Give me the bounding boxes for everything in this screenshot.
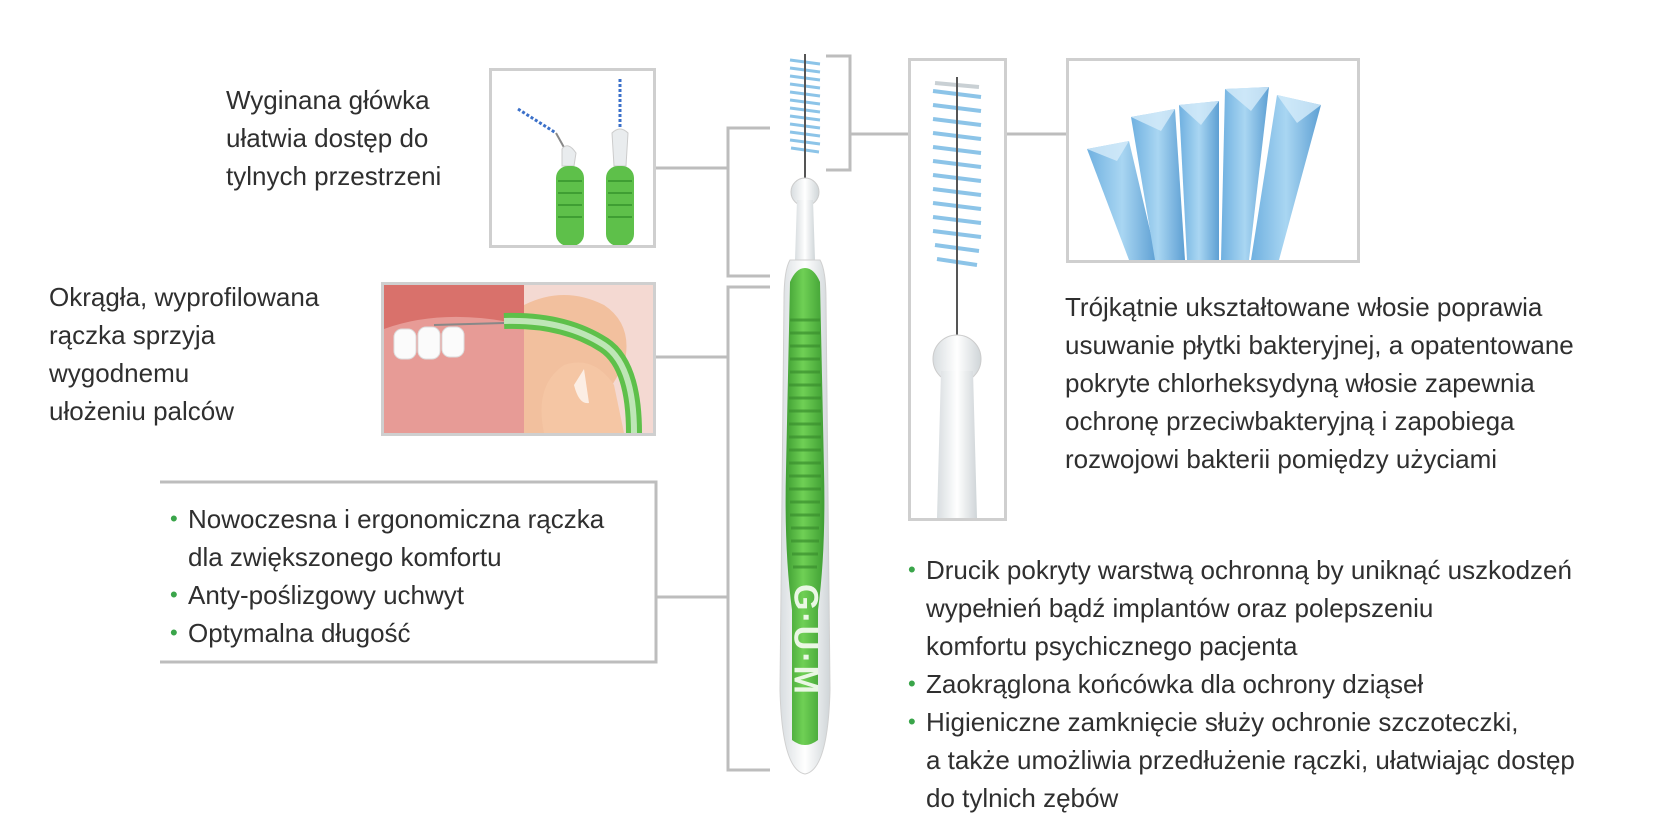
- brush-head-closeup: [908, 58, 1007, 521]
- bristles-line: rozwojowi bakterii pomiędzy użyciami: [1065, 444, 1498, 474]
- list-item: Optymalna długość: [170, 614, 604, 652]
- handle-features-list: Nowoczesna i ergonomiczna rączka dla zwi…: [170, 500, 604, 652]
- round-handle-text: Okrągła, wyprofilowana rączka sprzyja wy…: [49, 278, 319, 430]
- bendable-head-line: ułatwia dostęp do: [226, 123, 429, 153]
- round-handle-photo: [381, 282, 656, 436]
- bristles-line: pokryte chlorheksydyną włosie zapewnia: [1065, 368, 1535, 398]
- brush-head-closeup-image: [932, 77, 982, 518]
- list-item-line: a także umożliwia przedłużenie rączki, u…: [926, 745, 1575, 775]
- bristles-text: Trójkątnie ukształtowane włosie poprawia…: [1065, 288, 1574, 478]
- bristles-line: Trójkątnie ukształtowane włosie poprawia: [1065, 292, 1543, 322]
- round-handle-line: ułożeniu palców: [49, 396, 235, 426]
- bendable-head-line: tylnych przestrzeni: [226, 161, 442, 191]
- list-item-line: Zaokrąglona końcówka dla ochrony dziąseł: [926, 669, 1424, 699]
- list-item-line: Optymalna długość: [188, 618, 411, 648]
- round-handle-line: wygodnemu: [49, 358, 190, 388]
- list-item-line: wypełnień bądź implantów oraz polepszeni…: [926, 593, 1434, 623]
- list-item: Anty-poślizgowy uchwyt: [170, 576, 604, 614]
- bracket-handle: [726, 285, 770, 772]
- bracket-tip: [826, 54, 852, 172]
- interdental-brush: [779, 54, 831, 775]
- list-item: Higieniczne zamknięcie służy ochronie sz…: [908, 703, 1575, 817]
- round-handle-line: Okrągła, wyprofilowana: [49, 282, 320, 312]
- bristles-line: ochronę przeciwbakteryjną i zapobiega: [1065, 406, 1515, 436]
- features-box: [160, 480, 658, 664]
- list-item: Drucik pokryty warstwą ochronną by unikn…: [908, 551, 1575, 665]
- list-item: Zaokrąglona końcówka dla ochrony dziąseł: [908, 665, 1575, 703]
- list-item-line: do tylnich zębów: [926, 783, 1119, 813]
- round-handle-line: rączka sprzyja: [49, 320, 216, 350]
- bristle-closeup: [1066, 58, 1360, 263]
- list-item-line: Drucik pokryty warstwą ochronną by unikn…: [926, 555, 1572, 585]
- bracket-head: [726, 126, 770, 278]
- list-item: Nowoczesna i ergonomiczna rączka dla zwi…: [170, 500, 604, 576]
- bristles-line: usuwanie płytki bakteryjnej, a opatentow…: [1065, 330, 1574, 360]
- bendable-head-photo: [489, 68, 656, 248]
- list-item-line: Higieniczne zamknięcie służy ochronie sz…: [926, 707, 1519, 737]
- gum-logo: G·U·M: [786, 584, 825, 696]
- list-item-line: komfortu psychicznego pacjenta: [926, 631, 1298, 661]
- brush-in-mouth-image: [384, 285, 653, 433]
- wire-features-list: Drucik pokryty warstwą ochronną by unikn…: [908, 551, 1575, 817]
- list-item-line: dla zwiększonego komfortu: [188, 542, 502, 572]
- bent-brushes-image: [492, 71, 653, 245]
- bendable-head-line: Wyginana główka: [226, 85, 430, 115]
- bendable-head-text: Wyginana główka ułatwia dostęp do tylnyc…: [226, 81, 441, 195]
- list-item-line: Nowoczesna i ergonomiczna rączka: [188, 504, 605, 534]
- list-item-line: Anty-poślizgowy uchwyt: [188, 580, 464, 610]
- triangular-bristles-image: [1069, 61, 1357, 260]
